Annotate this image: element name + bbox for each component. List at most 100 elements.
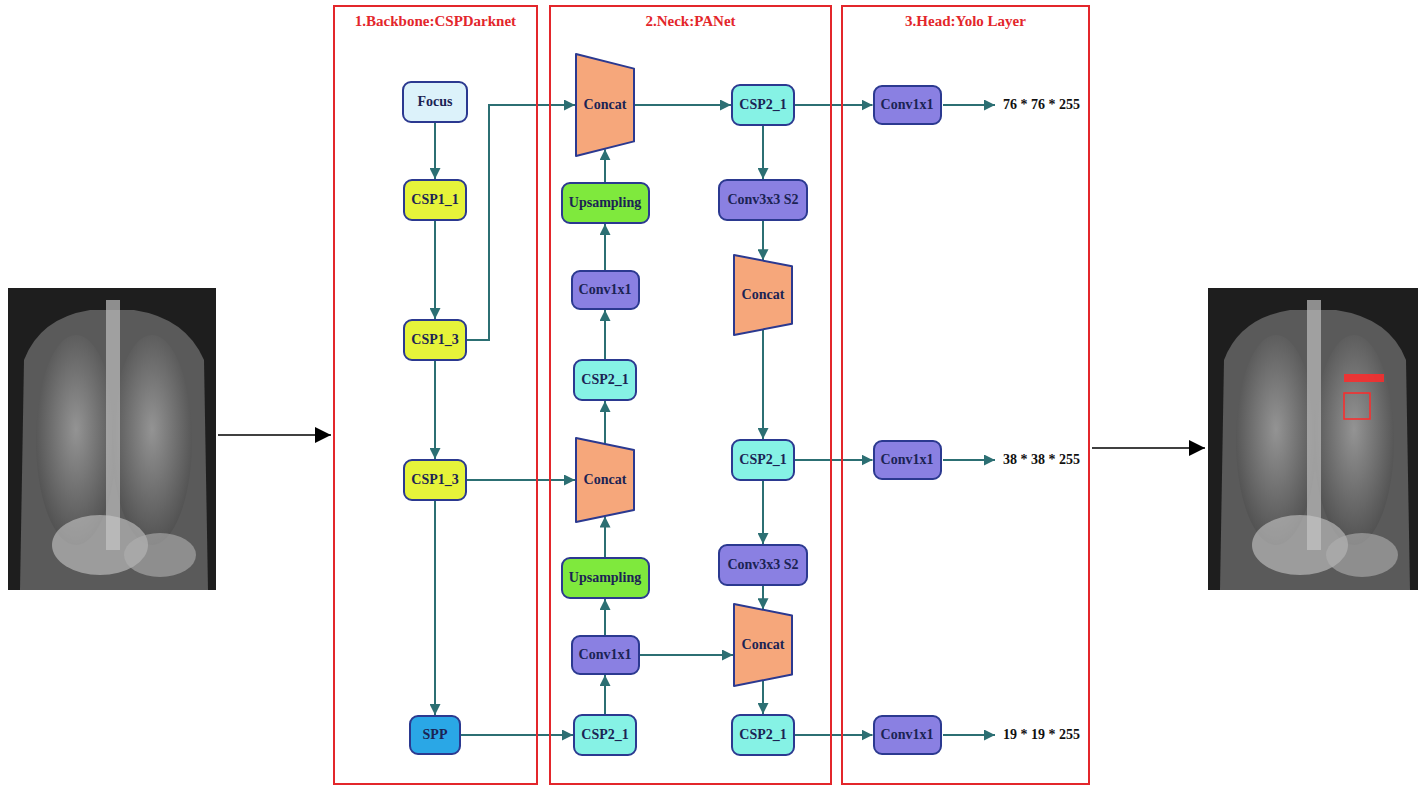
block-label: CSP2_1 [581,372,628,388]
concat-block: Concat [733,254,793,336]
block-label: Conv1x1 [881,727,934,743]
block-label: Concat [742,287,785,303]
flow-arrow [762,586,764,609]
concat-block: Concat [575,437,635,523]
xray-background [1208,288,1418,590]
xray-lung [1314,335,1394,545]
block-label: Focus [418,94,453,110]
flow-arrow [762,126,764,179]
conv-block: Conv1x1 [571,270,640,310]
block-label: Conv1x1 [881,97,934,113]
flow-arrow [604,675,606,714]
csp2-block: CSP2_1 [573,359,637,401]
csp2-block: CSP2_1 [573,714,637,756]
output-size: 38 * 38 * 255 [1003,452,1080,468]
flow-arrow [461,734,573,736]
xray-spine [106,300,120,550]
section-heading: 2.Neck:PANet [551,13,830,30]
xray-lung [36,335,116,545]
csp1-block: CSP1_3 [403,319,467,361]
csp1-block: CSP1_1 [403,179,467,221]
block-label: SPP [423,727,448,743]
flow-arrow [604,149,606,182]
flow-arrow [762,481,764,544]
conv-block: Conv1x1 [873,440,942,480]
conv-block: Conv3x3 S2 [718,179,808,221]
block-label: Conv3x3 S2 [727,557,798,573]
block-label: Conv3x3 S2 [727,192,798,208]
flow-arrow [762,681,764,714]
flow-arrow [640,654,734,656]
flow-arrow [604,310,606,359]
head-output-arrow [943,459,995,461]
block-label: CSP2_1 [581,727,628,743]
flow-arrow [604,224,606,270]
flow-arrow [434,221,436,319]
concat-block: Concat [733,603,793,687]
detection-tag [1344,374,1384,382]
focus-block: Focus [402,81,468,123]
concat-shape [734,255,792,335]
block-label: Concat [584,97,627,113]
flow-arrow [434,123,436,179]
section-panel: 2.Neck:PANetConcatUpsamplingConv1x1CSP2_… [549,5,832,785]
output-size: 19 * 19 * 255 [1003,727,1080,743]
head-output-arrow [943,734,995,736]
flow-arrow [604,599,606,635]
concat-shape [576,54,634,156]
block-label: Upsampling [569,195,641,211]
flow-arrow [467,479,575,481]
flow-arrow [762,221,764,260]
flow-arrow [604,517,606,557]
block-label: Conv1x1 [881,452,934,468]
block-label: Concat [584,472,627,488]
section-panel: 3.Head:Yolo LayerConv1x1Conv1x1Conv1x1 [841,5,1090,785]
flow-arrow [467,105,575,340]
csp2-block: CSP2_1 [731,714,795,756]
conv-block: Conv1x1 [873,715,942,755]
xray-diaphragm [124,533,196,577]
flow-arrow [635,104,731,106]
block-label: Upsampling [569,570,641,586]
output-size: 76 * 76 * 255 [1003,97,1080,113]
input-arrow [218,434,331,436]
xray-output-image [1208,288,1418,590]
conv-block: Conv1x1 [873,85,942,125]
conv-block: Conv3x3 S2 [718,544,808,586]
block-label: CSP2_1 [739,452,786,468]
section-heading: 3.Head:Yolo Layer [843,13,1088,30]
concat-block: Concat [575,53,635,157]
xray-input-image [8,288,216,590]
csp2-block: CSP2_1 [731,439,795,481]
flow-arrow [434,501,436,715]
output-arrow [1092,447,1205,449]
flow-arrow [795,459,873,461]
upsampling-block: Upsampling [561,557,650,599]
conv-block: Conv1x1 [571,635,640,675]
xray-lung [112,335,192,545]
detection-box [1344,393,1370,419]
xray-background [8,288,216,590]
xray-diaphragm [1326,533,1398,577]
block-label: CSP1_1 [411,192,458,208]
flow-arrow [604,401,606,443]
xray-spine [1307,300,1321,550]
flow-arrow [795,104,873,106]
block-label: Conv1x1 [579,647,632,663]
flow-arrow [762,330,764,439]
block-label: CSP2_1 [739,727,786,743]
concat-shape [576,438,634,522]
block-label: CSP1_3 [411,472,458,488]
head-output-arrow [943,104,995,106]
section-heading: 1.Backbone:CSPDarknet [335,13,536,30]
flow-arrow [434,361,436,459]
flow-arrow [795,734,873,736]
csp1-block: CSP1_3 [403,459,467,501]
block-label: Concat [742,637,785,653]
block-label: CSP2_1 [739,97,786,113]
csp2-block: CSP2_1 [731,84,795,126]
block-label: Conv1x1 [579,282,632,298]
